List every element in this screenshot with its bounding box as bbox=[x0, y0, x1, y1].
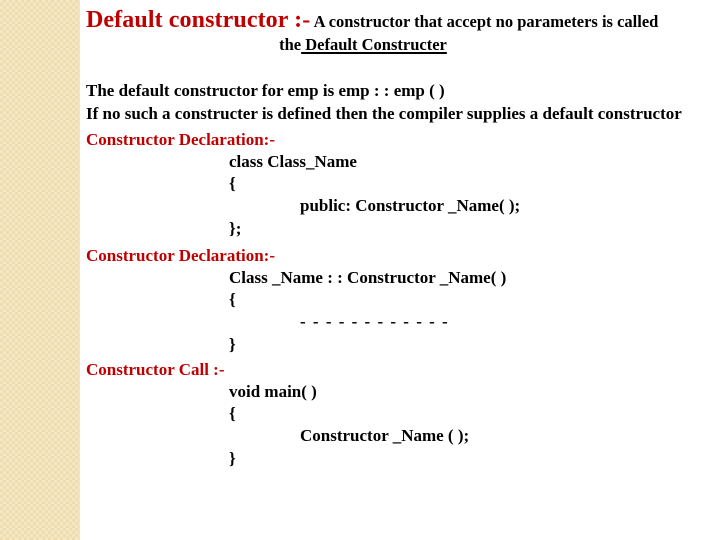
section-heading: Constructor Declaration:- bbox=[86, 246, 276, 265]
code-line: public: Constructor _Name( ); bbox=[300, 196, 521, 216]
decorative-band-edge bbox=[79, 0, 80, 540]
decorative-left-band bbox=[0, 0, 79, 540]
title-first-line: Default constructor :- A constructor tha… bbox=[86, 7, 708, 33]
title-definition-text: A constructor that accept no parameters … bbox=[310, 12, 659, 31]
code-line: { bbox=[229, 174, 236, 194]
code-line: Constructor _Name ( ); bbox=[300, 426, 470, 446]
code-line: } bbox=[229, 448, 236, 468]
code-line-dashes: - - - - - - - - - - - - bbox=[300, 312, 450, 332]
section-constructor-definition: Constructor Declaration:- Class _Name : … bbox=[86, 245, 646, 356]
section-constructor-call: Constructor Call :- void main( ) { Const… bbox=[86, 359, 646, 470]
code-line: Class _Name : : Constructor _Name( ) bbox=[229, 267, 507, 287]
title-second-line: the Default Constructer bbox=[86, 33, 708, 54]
title-definition-prefix: the bbox=[279, 35, 302, 55]
body-line-2: If no such a constructer is defined then… bbox=[86, 103, 682, 123]
code-line: { bbox=[229, 290, 236, 310]
body-paragraph: The default constructor for emp is emp :… bbox=[86, 80, 708, 125]
section-heading: Constructor Declaration:- bbox=[86, 130, 276, 149]
slide-content: Default constructor :- A constructor tha… bbox=[86, 0, 716, 540]
body-line-1: The default constructor for emp is emp :… bbox=[86, 81, 445, 100]
code-line: class Class_Name bbox=[229, 151, 357, 171]
code-line: { bbox=[229, 404, 236, 424]
code-line: }; bbox=[229, 218, 242, 238]
section-heading: Constructor Call :- bbox=[86, 360, 225, 379]
section-constructor-declaration: Constructor Declaration:- class Class_Na… bbox=[86, 129, 646, 240]
code-line: } bbox=[229, 334, 236, 354]
title-definition-emphasis: Default Constructer bbox=[301, 35, 447, 55]
page-title: Default constructor :- bbox=[86, 7, 311, 33]
slide-title-block: Default constructor :- A constructor tha… bbox=[86, 7, 708, 55]
code-line: void main( ) bbox=[229, 381, 317, 401]
